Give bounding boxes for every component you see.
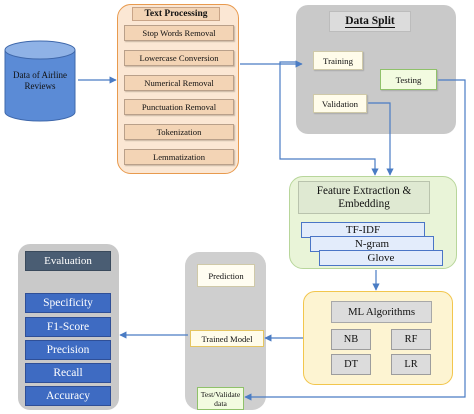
step-tokenization: Tokenization	[124, 124, 234, 140]
database-label: Data of Airline Reviews	[13, 70, 67, 91]
model-dt: DT	[331, 354, 371, 375]
database-icon	[4, 40, 76, 122]
trained-model-note: Trained Model	[190, 330, 264, 347]
model-nb: NB	[331, 329, 371, 350]
model-lr: LR	[391, 354, 431, 375]
data-split-title-text: Data Split	[345, 15, 395, 28]
step-punctuation-removal: Punctuation Removal	[124, 99, 234, 115]
metric-recall: Recall	[25, 363, 111, 383]
step-lowercase-conversion: Lowercase Conversion	[124, 50, 234, 66]
metric-f1-score: F1-Score	[25, 317, 111, 337]
step-numerical-removal: Numerical Removal	[124, 75, 234, 91]
data-split-title: Data Split	[329, 11, 411, 32]
metric-accuracy: Accuracy	[25, 386, 111, 406]
method-glove: Glove	[319, 250, 443, 266]
feature-extraction-title: Feature Extraction & Embedding	[298, 181, 430, 214]
metric-precision: Precision	[25, 340, 111, 360]
model-rf: RF	[391, 329, 431, 350]
metric-specificity: Specificity	[25, 293, 111, 313]
airline-reviews-database: Data of Airline Reviews	[3, 40, 77, 122]
validation-note: Validation	[313, 94, 367, 113]
method-tf-idf: TF-IDF	[301, 222, 425, 238]
training-note: Training	[313, 51, 363, 70]
step-stop-words-removal: Stop Words Removal	[124, 25, 234, 41]
ml-algorithms-title: ML Algorithms	[331, 301, 432, 323]
prediction-note: Prediction	[197, 264, 255, 287]
testing-note: Testing	[380, 69, 437, 90]
evaluation-title: Evaluation	[25, 251, 111, 271]
test-validate-data-note: Test/Validate data	[197, 387, 244, 410]
text-processing-title: Text Processing	[132, 7, 220, 21]
step-lemmatization: Lemmatization	[124, 149, 234, 165]
